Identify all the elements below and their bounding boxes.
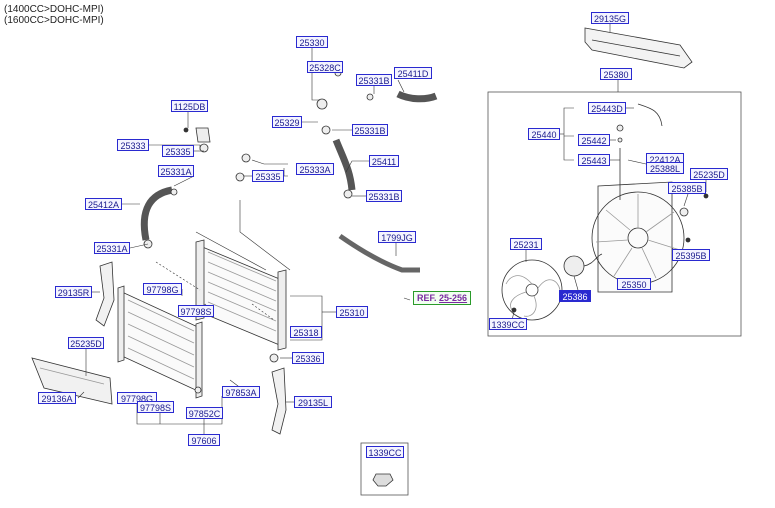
fan-assembly-frame (487, 91, 742, 337)
part-25335-b[interactable]: 25335 (162, 145, 194, 157)
part-25231[interactable]: 25231 (510, 238, 542, 250)
part-25331B-b[interactable]: 25331B (352, 124, 388, 136)
part-25350[interactable]: 25350 (617, 278, 651, 290)
part-97606[interactable]: 97606 (188, 434, 220, 446)
left-side-seal (95, 261, 115, 327)
engine-variant-1400cc: (1400CC>DOHC-MPI) (4, 4, 104, 15)
part-25443D[interactable]: 25443D (588, 102, 626, 114)
part-1339CC-a[interactable]: 1339CC (366, 446, 404, 458)
reservoir-pipe (338, 233, 420, 273)
upper-cover-part (584, 27, 693, 69)
part-25331A-a[interactable]: 25331A (158, 165, 194, 177)
radiator-core (195, 239, 287, 351)
part-25329[interactable]: 25329 (272, 116, 302, 128)
part-25412A[interactable]: 25412A (85, 198, 122, 210)
part-97798S-b[interactable]: 97798S (137, 401, 174, 413)
reference-prefix: REF. (417, 293, 437, 303)
part-1799JG[interactable]: 1799JG (378, 231, 416, 243)
part-25331B-c[interactable]: 25331B (366, 190, 402, 202)
reference-number[interactable]: 25-256 (439, 293, 468, 303)
part-25318[interactable]: 25318 (290, 326, 322, 338)
reference-link[interactable]: REF. 25-256 (413, 291, 472, 305)
part-1125DB[interactable]: 1125DB (171, 100, 208, 112)
part-25331A-b[interactable]: 25331A (94, 242, 130, 254)
part-25442[interactable]: 25442 (578, 134, 610, 146)
part-25235D-a[interactable]: 25235D (68, 337, 104, 349)
part-29135L[interactable]: 29135L (294, 396, 332, 408)
part-25333A[interactable]: 25333A (296, 163, 334, 175)
engine-variant-1600cc: (1600CC>DOHC-MPI) (4, 15, 104, 26)
part-25385B[interactable]: 25385B (668, 182, 706, 194)
lower-cover-part (31, 357, 113, 405)
part-25310[interactable]: 25310 (336, 306, 368, 318)
fan-blade (501, 259, 563, 321)
part-25380[interactable]: 25380 (600, 68, 632, 80)
small-hose (396, 90, 438, 103)
part-25331B-a[interactable]: 25331B (356, 74, 392, 86)
part-25328C[interactable]: 25328C (307, 61, 343, 73)
part-29135R[interactable]: 29135R (55, 286, 92, 298)
lower-hose (140, 186, 173, 241)
part-25386-selected[interactable]: 25386 (559, 290, 591, 302)
part-97852C[interactable]: 97852C (186, 407, 223, 419)
part-29135G[interactable]: 29135G (591, 12, 629, 24)
part-25235D-b[interactable]: 25235D (690, 168, 728, 180)
part-97798S-a[interactable]: 97798S (178, 305, 214, 317)
part-1339CC-b[interactable]: 1339CC (489, 318, 527, 330)
part-97853A[interactable]: 97853A (222, 386, 260, 398)
part-25411[interactable]: 25411 (369, 155, 399, 167)
part-25330[interactable]: 25330 (296, 36, 328, 48)
fan-shroud (591, 181, 685, 293)
part-25411D[interactable]: 25411D (394, 67, 432, 79)
part-25336[interactable]: 25336 (292, 352, 324, 364)
part-29136A[interactable]: 29136A (38, 392, 76, 404)
part-97798G[interactable]: 97798G (143, 283, 182, 295)
part-25443[interactable]: 25443 (578, 154, 610, 166)
part-25333[interactable]: 25333 (117, 139, 149, 151)
part-25440[interactable]: 25440 (528, 128, 560, 140)
condenser-core (117, 285, 203, 399)
fan-motor (563, 255, 585, 277)
right-side-seal (271, 367, 287, 435)
part-25388L[interactable]: 25388L (646, 162, 684, 174)
part-25395B[interactable]: 25395B (672, 249, 710, 261)
filler-neck (316, 98, 328, 110)
upper-hose (332, 138, 356, 191)
part-25335-a[interactable]: 25335 (252, 170, 284, 182)
